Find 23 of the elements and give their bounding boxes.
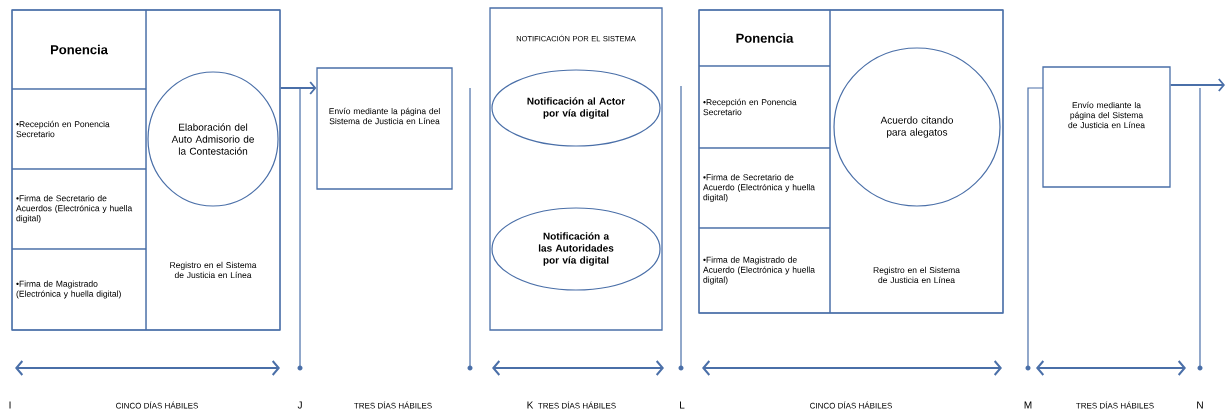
table-cell: •Recepción en Ponencia Secretario	[11, 88, 147, 170]
point-letter: J	[297, 401, 302, 409]
duration-label: TRES DÍAS HÁBILES	[354, 401, 432, 409]
point-letter: K	[527, 401, 534, 409]
arrow	[1169, 78, 1225, 92]
point-letter: L	[680, 401, 685, 409]
point-letter: M	[1024, 401, 1032, 409]
table-cell: Ponencia	[11, 9, 147, 90]
duration-label: TRES DÍAS HÁBILES	[1076, 401, 1154, 409]
duration-label: CINCO DÍAS HÁBILES	[116, 401, 198, 409]
table-cell: •Firma de Secretario de Acuerdo (Electrónica y huella digital)	[698, 147, 831, 229]
table-cell: •Recepción en Ponencia Secretario	[698, 65, 831, 149]
point-letter: I	[9, 401, 11, 409]
process-box: Envío mediante la página del Sistema de Justicia en Línea	[316, 67, 453, 190]
point-letter: N	[1197, 401, 1203, 409]
table-cell: •Firma de Secretario de Acuerdos (Electrónica y huella digital)	[11, 168, 147, 250]
table-cell: •Firma de Magistrado (Electrónica y huella digital)	[11, 248, 147, 331]
arrow	[279, 81, 317, 95]
table-cell: Ponencia	[698, 9, 831, 67]
duration-label: CINCO DÍAS HÁBILES	[810, 401, 892, 409]
process-box: Envío mediante la página del Sistema de Justicia en Línea	[1042, 66, 1171, 188]
table-cell: •Firma de Magistrado de Acuerdo (Electrónica y huella digital)	[698, 227, 831, 314]
duration-label: TRES DÍAS HÁBILES	[538, 401, 616, 409]
